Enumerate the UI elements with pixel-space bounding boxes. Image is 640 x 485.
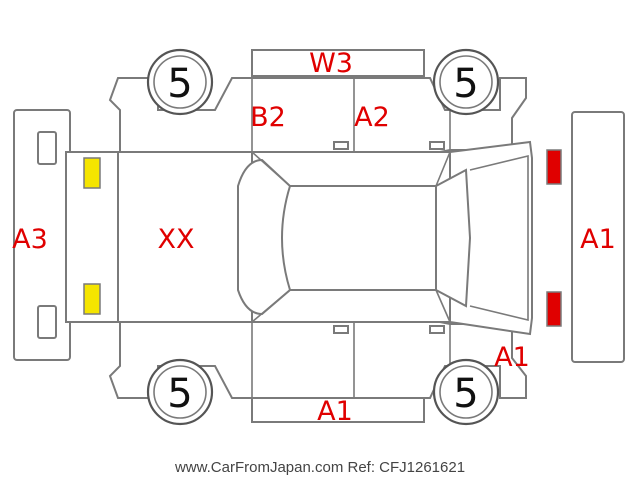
front-lamp-right <box>546 291 562 327</box>
tire-front-left-label: 5 <box>453 61 478 107</box>
code-roof-top: W3 <box>309 48 353 79</box>
upper-side-panel <box>108 49 527 186</box>
tire-rear-right-label: 5 <box>167 371 192 417</box>
rear-lamps <box>83 157 101 315</box>
tire-front-right-label: 5 <box>453 371 478 417</box>
lower-side-panel <box>108 290 527 423</box>
code-sill-right: A1 <box>317 396 353 427</box>
code-door-front-left: A2 <box>354 102 390 133</box>
tire-rear-left: 5 <box>146 48 214 116</box>
tire-rear-right: 5 <box>146 358 214 426</box>
tire-rear-left-label: 5 <box>167 61 192 107</box>
front-lamps <box>546 149 562 327</box>
code-trunk: XX <box>158 224 195 255</box>
code-door-rear-left: B2 <box>250 102 286 133</box>
code-front-bumper: A1 <box>580 224 616 255</box>
tire-front-left: 5 <box>432 48 500 116</box>
rear-lamp-right <box>83 283 101 315</box>
front-bumper <box>571 111 625 363</box>
car-body <box>65 140 533 336</box>
code-rear-bumper: A3 <box>12 224 48 255</box>
footer-reference: www.CarFromJapan.com Ref: CFJ1261621 <box>174 459 465 476</box>
rear-lamp-left <box>83 157 101 189</box>
front-lamp-left <box>546 149 562 185</box>
code-front-fender-right: A1 <box>494 342 530 373</box>
tire-front-right: 5 <box>432 358 500 426</box>
